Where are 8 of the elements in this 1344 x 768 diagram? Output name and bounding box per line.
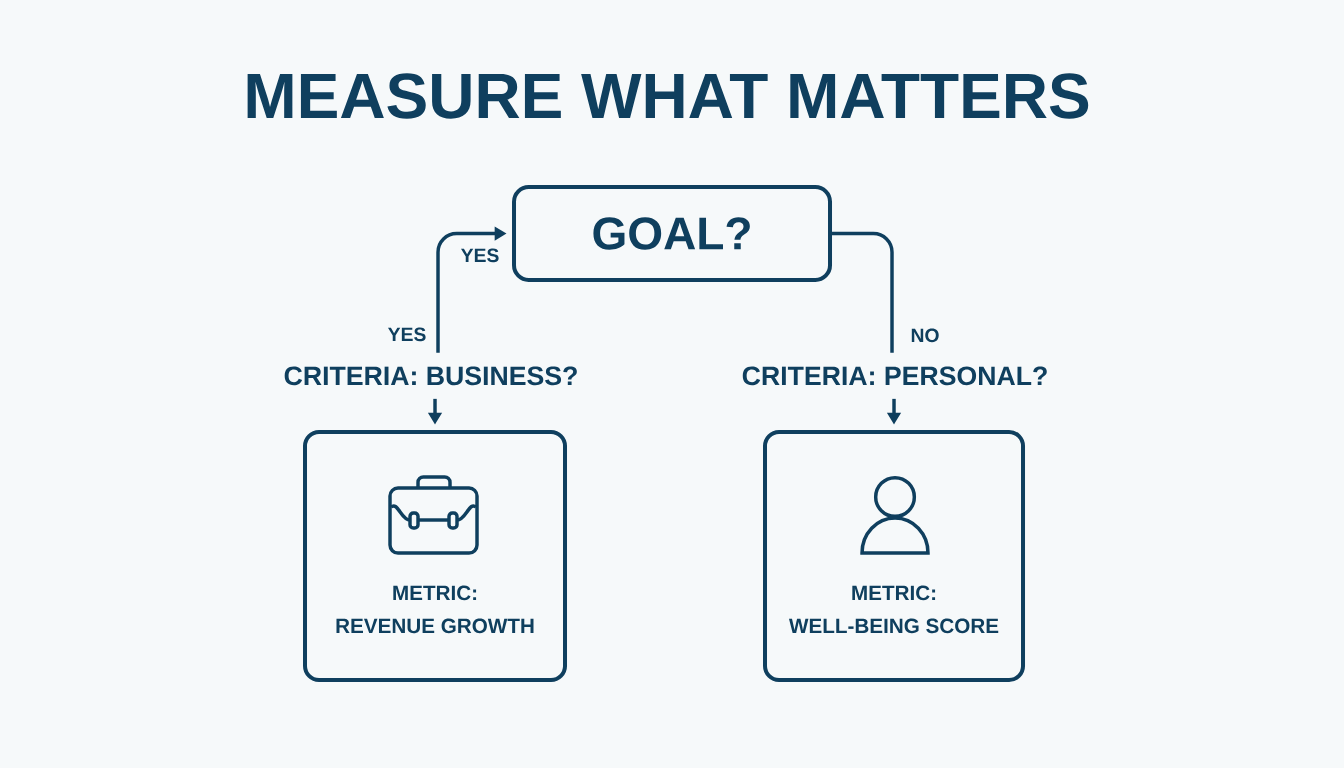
connector-line: [832, 231, 894, 353]
decision-box: GOAL?: [512, 185, 832, 282]
question-text: CRITERIA: BUSINESS?: [284, 366, 577, 386]
question-text: CRITERIA: PERSONAL?: [742, 366, 1047, 386]
title: MEASURE WHAT MATTERS: [247, 73, 1089, 119]
branch-label: YES: [388, 327, 426, 342]
metric-box: METRIC: REVENUE GROWTH: [303, 430, 567, 682]
metric-box: METRIC: WELL-BEING SCORE: [763, 430, 1025, 682]
